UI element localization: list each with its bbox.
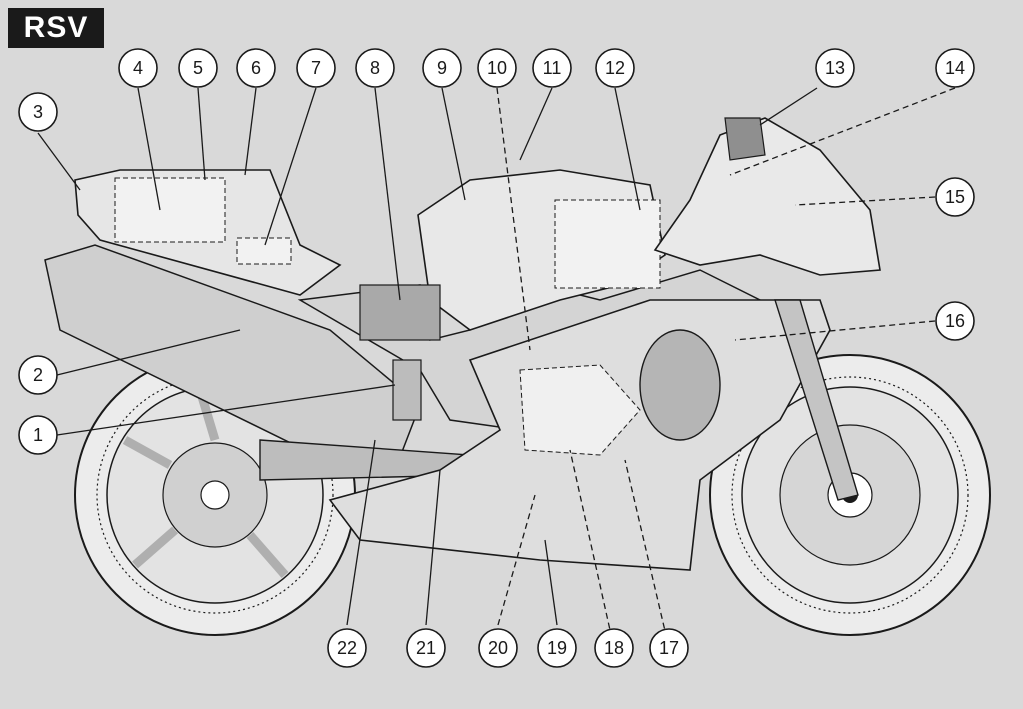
callout-15: 15 [935,177,975,217]
model-badge: RSV [8,8,104,48]
svg-text:10: 10 [487,58,507,78]
svg-text:16: 16 [945,311,965,331]
callout-12: 12 [595,48,635,88]
callout-2: 2 [18,355,58,395]
battery-area [554,199,661,289]
callout-9: 9 [422,48,462,88]
svg-text:15: 15 [945,187,965,207]
callout-13: 13 [815,48,855,88]
front-fairing [653,117,881,276]
svg-text:21: 21 [416,638,436,658]
svg-text:8: 8 [370,58,380,78]
callout-20: 20 [478,628,518,668]
callout-4: 4 [118,48,158,88]
svg-text:3: 3 [33,102,43,122]
air-filter-grille [359,284,441,341]
callout-5: 5 [178,48,218,88]
svg-text:5: 5 [193,58,203,78]
svg-text:22: 22 [337,638,357,658]
callout-11: 11 [532,48,572,88]
svg-text:12: 12 [605,58,625,78]
callout-6: 6 [236,48,276,88]
svg-text:1: 1 [33,425,43,445]
callout-22: 22 [327,628,367,668]
callout-8: 8 [355,48,395,88]
svg-text:17: 17 [659,638,679,658]
callout-3: 3 [18,92,58,132]
svg-text:18: 18 [604,638,624,658]
callout-7: 7 [296,48,336,88]
svg-text:13: 13 [825,58,845,78]
cooling-fan [639,329,721,441]
svg-text:2: 2 [33,365,43,385]
radiator-area [519,364,641,456]
rear-shock [392,359,422,421]
svg-text:19: 19 [547,638,567,658]
callout-17: 17 [649,628,689,668]
svg-text:6: 6 [251,58,261,78]
callout-14: 14 [935,48,975,88]
callout-10: 10 [477,48,517,88]
svg-text:14: 14 [945,58,965,78]
document-compartment [236,237,292,265]
svg-text:4: 4 [133,58,143,78]
svg-text:9: 9 [437,58,447,78]
mirror [724,117,766,161]
svg-text:7: 7 [311,58,321,78]
svg-text:11: 11 [543,58,562,78]
callout-16: 16 [935,301,975,341]
tool-kit-area [114,177,226,243]
leader-lines [37,87,956,649]
callout-1: 1 [18,415,58,455]
callout-19: 19 [537,628,577,668]
callout-18: 18 [594,628,634,668]
callout-21: 21 [406,628,446,668]
exhaust-silencer [44,244,421,471]
svg-text:20: 20 [488,638,508,658]
front-fork [774,299,859,501]
